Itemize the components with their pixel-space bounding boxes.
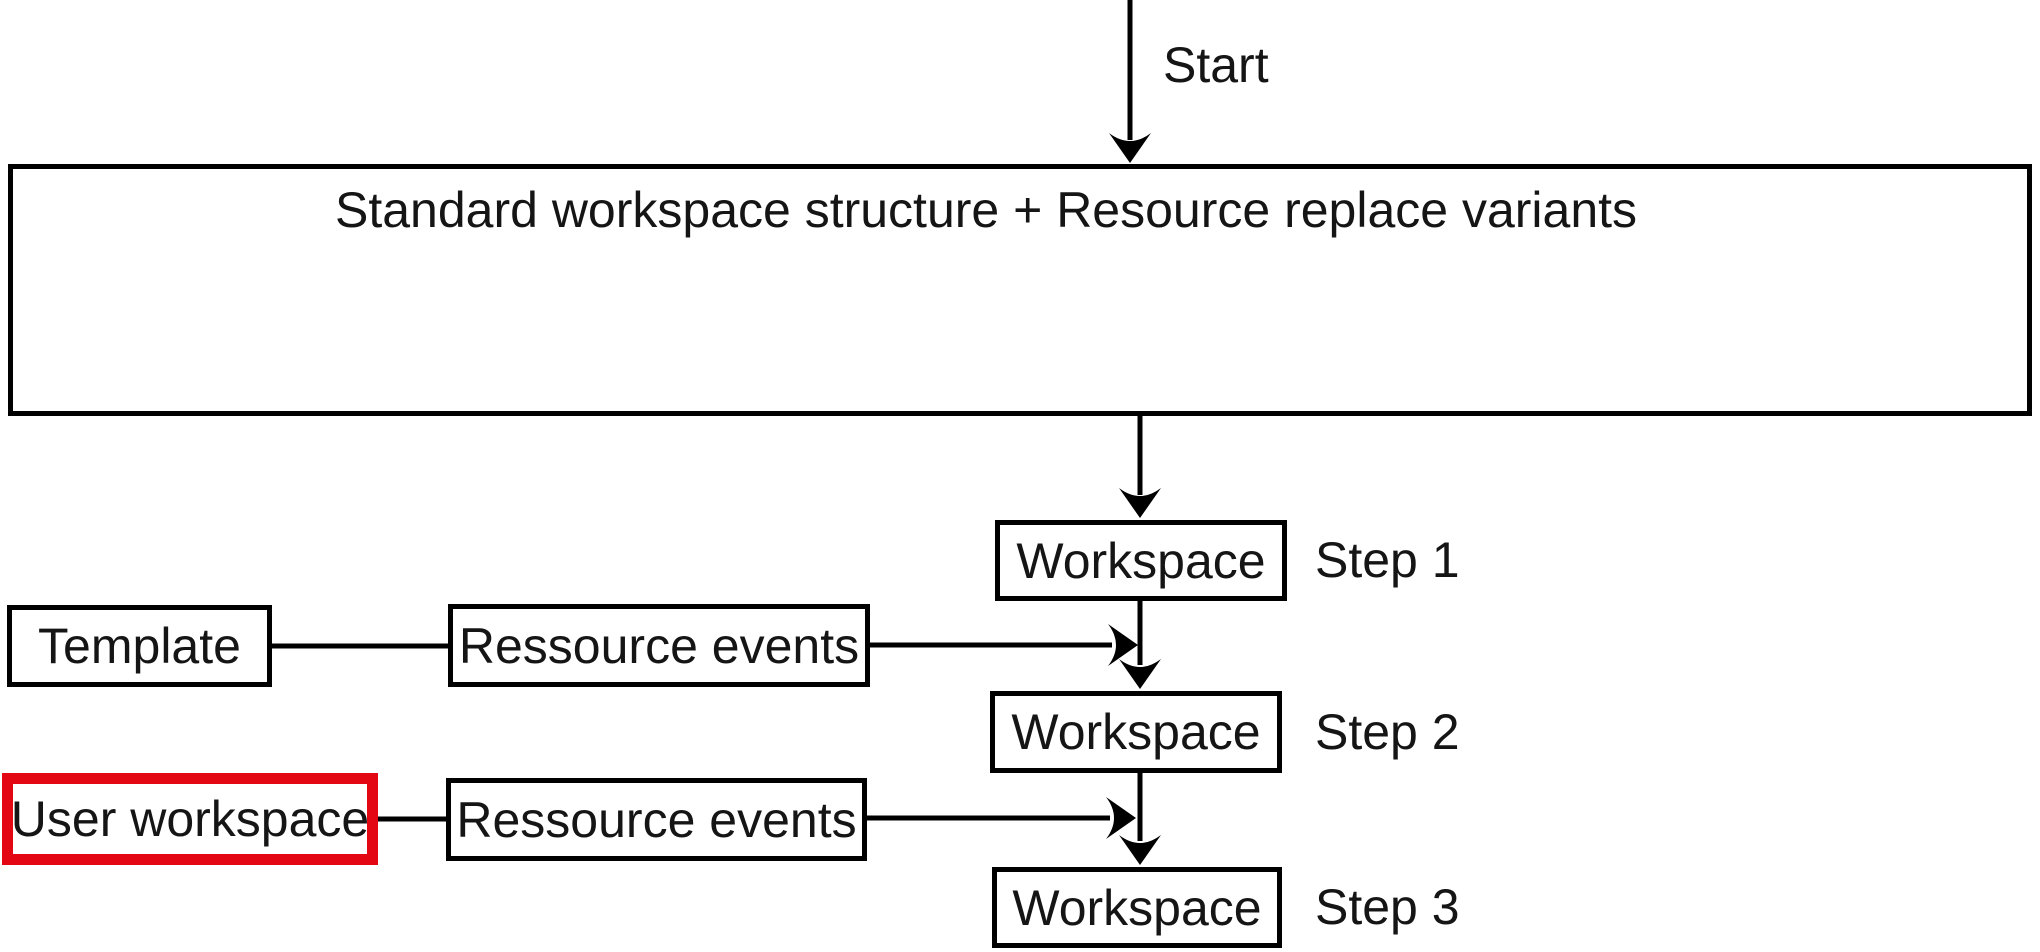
step1-arrowhead-icon <box>1119 488 1161 518</box>
step3-arrowhead-icon <box>1119 835 1161 865</box>
main-structure-box: Standard workspace structure + Resource … <box>8 164 2032 416</box>
ressource-events-top-label: Ressource events <box>458 617 860 674</box>
workspace-step2-label: Workspace <box>1011 704 1261 760</box>
ressource2-arrowhead-icon <box>1106 797 1136 839</box>
ressource1-arrowhead-icon <box>1108 624 1138 666</box>
start-arrowhead-icon <box>1109 133 1151 163</box>
ressource-events-bottom-label: Ressource events <box>456 791 857 848</box>
user-workspace-box: User workspace <box>2 773 378 865</box>
step1-label: Step 1 <box>1315 532 1460 588</box>
user-workspace-label: User workspace <box>10 791 370 847</box>
step2-arrowhead-icon <box>1119 659 1161 689</box>
template-box: Template <box>7 605 272 687</box>
workspace-step1-label: Workspace <box>1016 532 1266 589</box>
workspace-step1-box: Workspace <box>995 520 1287 601</box>
workspace-step3-box: Workspace <box>992 867 1282 948</box>
ressource-events-bottom-box: Ressource events <box>446 778 867 861</box>
step3-label: Step 3 <box>1315 879 1460 935</box>
ressource-events-top-box: Ressource events <box>448 604 870 687</box>
workspace-step2-box: Workspace <box>990 691 1282 773</box>
workspace-step3-label: Workspace <box>1012 879 1262 936</box>
step2-label: Step 2 <box>1315 704 1460 760</box>
start-label: Start <box>1163 37 1269 93</box>
template-label: Template <box>38 618 241 674</box>
main-structure-box-label: Standard workspace structure + Resource … <box>335 182 1638 238</box>
